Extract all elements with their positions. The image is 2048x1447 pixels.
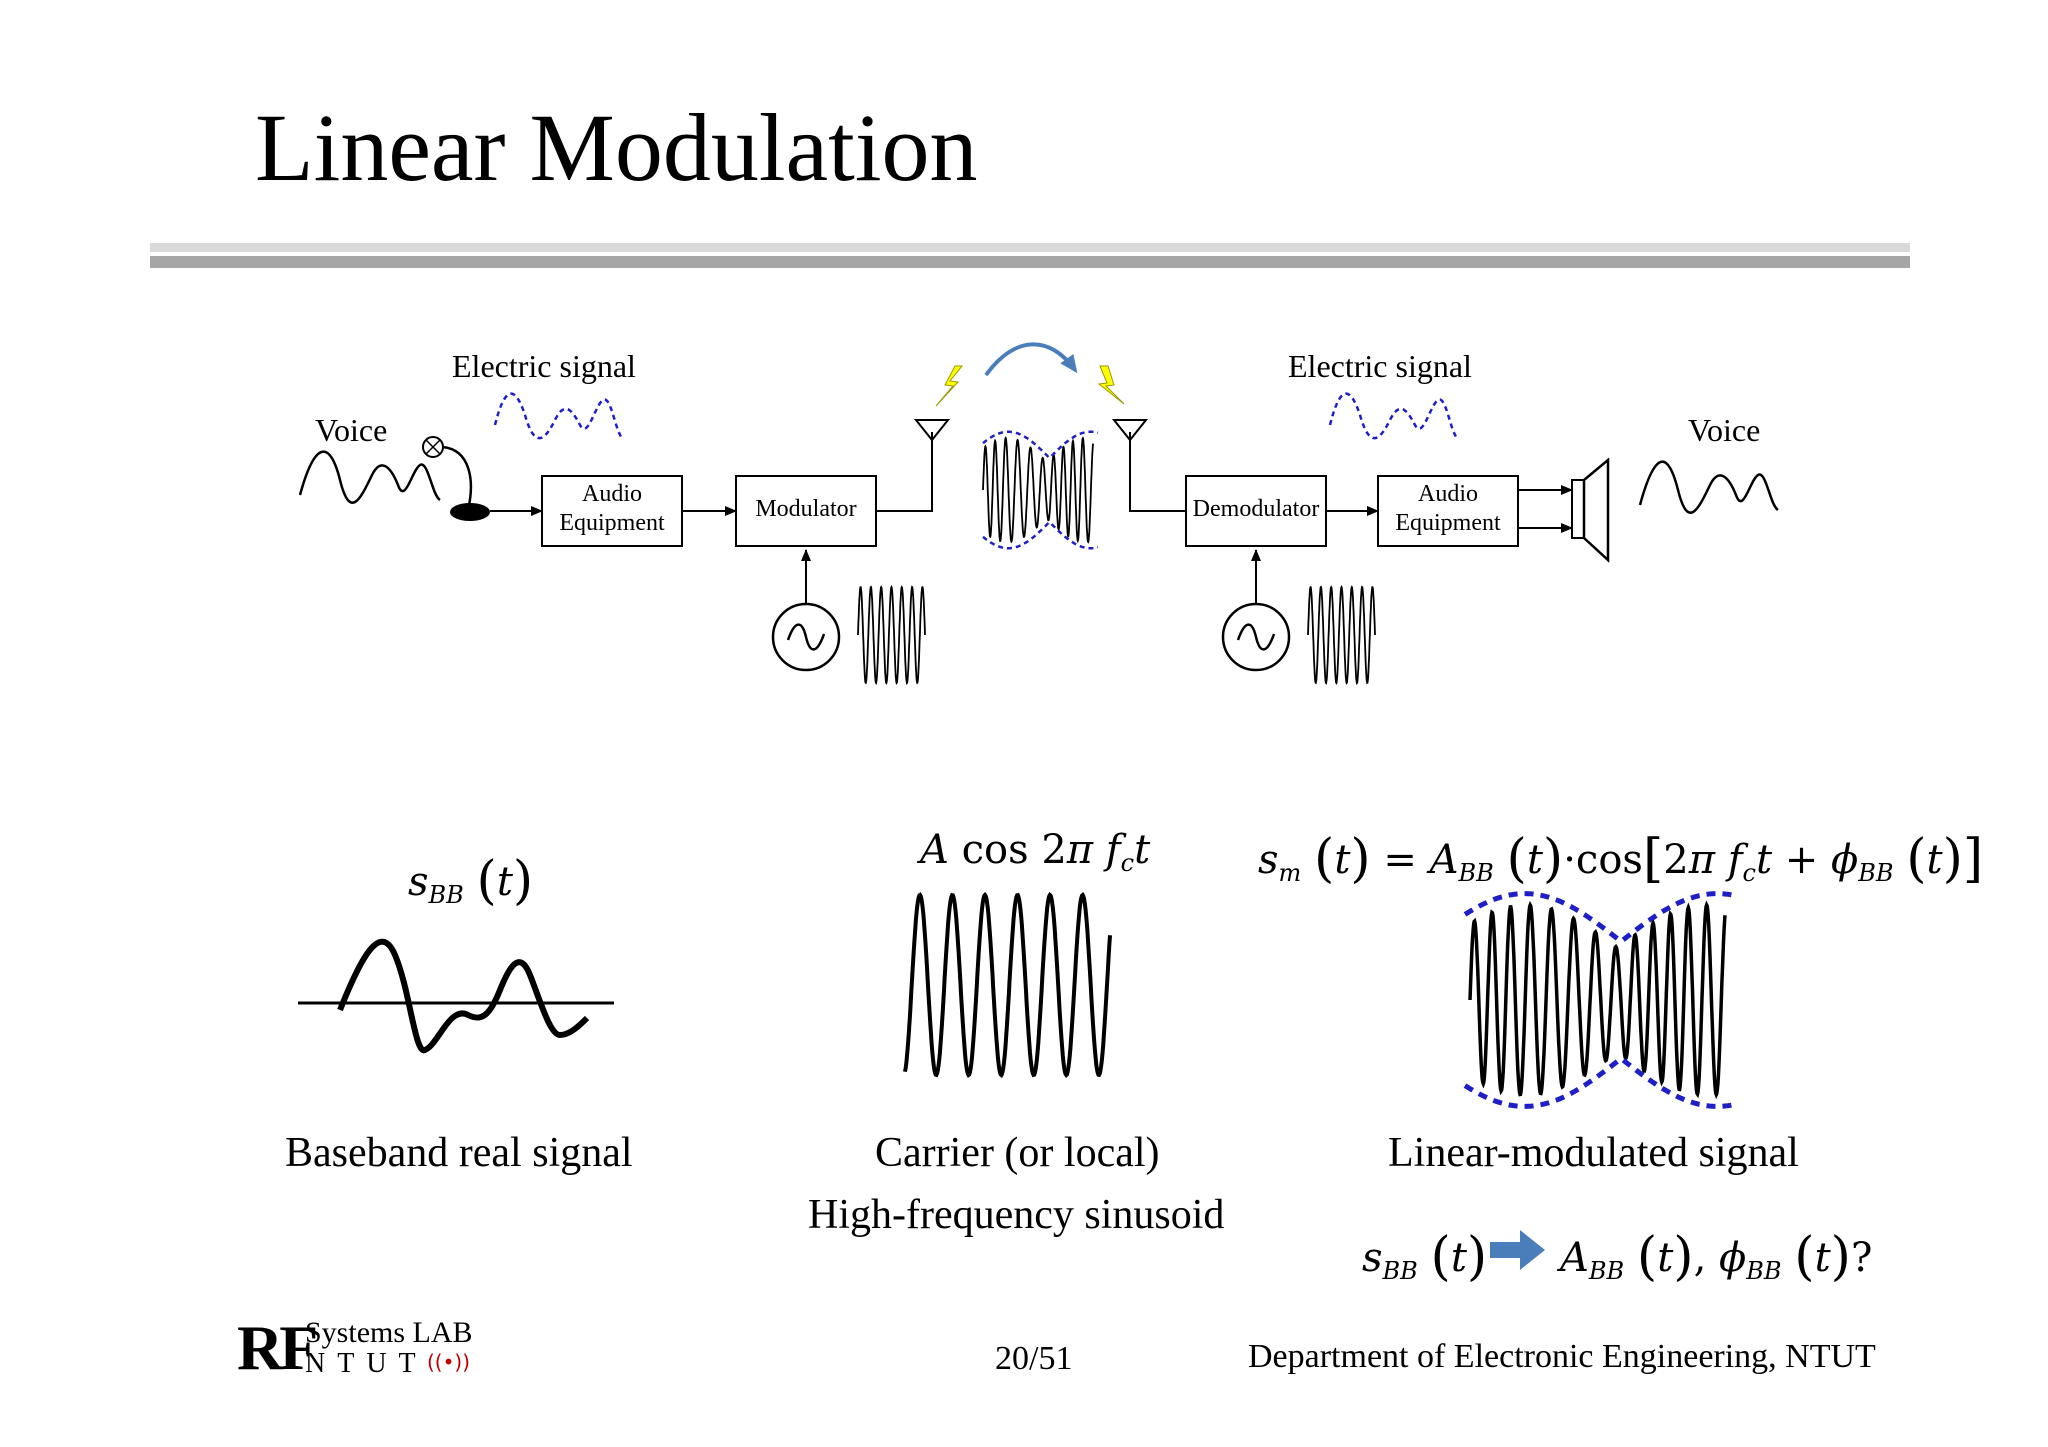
speaker-icon [1571, 457, 1610, 563]
oscillator-tx-icon [771, 602, 841, 672]
audio-equipment-tx-box [541, 475, 683, 547]
electric-signal-label-right: Electric signal [1288, 348, 1472, 384]
electric-signal-left-wave [493, 392, 624, 440]
page-title: Linear Modulation [255, 94, 978, 201]
oscillator-rx-icon [1221, 602, 1291, 672]
audio-equipment-rx-label-line2: Equipment [1395, 510, 1501, 536]
modulator-box [735, 475, 877, 547]
modulated-envelope-small-top [982, 430, 1099, 460]
footer-department: Department of Electronic Engineering, NT… [1248, 1338, 1876, 1375]
page-number: 20/51 [995, 1340, 1073, 1377]
formula-abb-phi: ABB (t), ϕBB (t)? [1560, 1227, 1873, 1287]
transmission-arrow [984, 342, 1078, 377]
carrier-caption-line2: High-frequency sinusoid [808, 1192, 1225, 1238]
tx-antenna-icon [913, 419, 951, 442]
modulated-waveform-small [982, 436, 1094, 544]
voice-label-right: Voice [1688, 412, 1761, 448]
modulated-envelope-large-top [1463, 891, 1736, 944]
audio-equipment-rx-box [1377, 475, 1519, 547]
demodulator-label: Demodulator [1192, 496, 1320, 522]
modulated-waveform-large [1468, 900, 1727, 1100]
formula-sbb: sBB (t) [408, 851, 534, 911]
title-rule-light [150, 243, 1910, 252]
baseband-waveform [337, 938, 590, 1053]
formula-carrier: A cos 2π fct [920, 827, 1151, 877]
voice-label-left: Voice [315, 412, 388, 448]
logo-systems-text: Systems LAB [305, 1316, 473, 1349]
conversion-arrow [1490, 1230, 1545, 1270]
demodulator-box [1185, 475, 1327, 547]
audio-equipment-tx-label-line2: Equipment [559, 510, 665, 536]
carrier-waveform-tx-small [857, 584, 926, 686]
modulated-envelope-large-bottom [1463, 1056, 1736, 1109]
voice-waveform-left [298, 450, 441, 504]
electric-signal-label-left: Electric signal [452, 348, 636, 384]
logo-ntut-text: NTUT [305, 1348, 428, 1379]
modulated-caption: Linear-modulated signal [1388, 1130, 1799, 1176]
carrier-caption-line1: Carrier (or local) [875, 1130, 1160, 1176]
electric-signal-right-wave [1328, 392, 1459, 440]
modulated-envelope-small-bottom [982, 520, 1099, 550]
microphone-icon [422, 436, 490, 521]
formula-modulated: sm (t) = ABB (t)·cos[2π fct + ϕBB (t)] [1258, 829, 1984, 889]
modulator-label: Modulator [755, 496, 857, 522]
rx-antenna-icon [1111, 419, 1149, 442]
radio-waves-icon: ((•)) [427, 1350, 471, 1374]
carrier-waveform-large [903, 891, 1112, 1079]
audio-equipment-tx-label-line1: Audio [582, 481, 642, 507]
baseband-caption: Baseband real signal [285, 1130, 633, 1176]
voice-waveform-right [1638, 460, 1779, 514]
carrier-waveform-rx-small [1307, 584, 1376, 686]
lightning-tx-icon [935, 365, 964, 407]
audio-equipment-rx-label-line1: Audio [1418, 481, 1478, 507]
lightning-rx-icon [1097, 365, 1125, 405]
formula-sbb-2: sBB (t) [1362, 1227, 1488, 1287]
title-rule-dark [150, 256, 1910, 268]
logo-rf-text: RF [237, 1312, 318, 1383]
